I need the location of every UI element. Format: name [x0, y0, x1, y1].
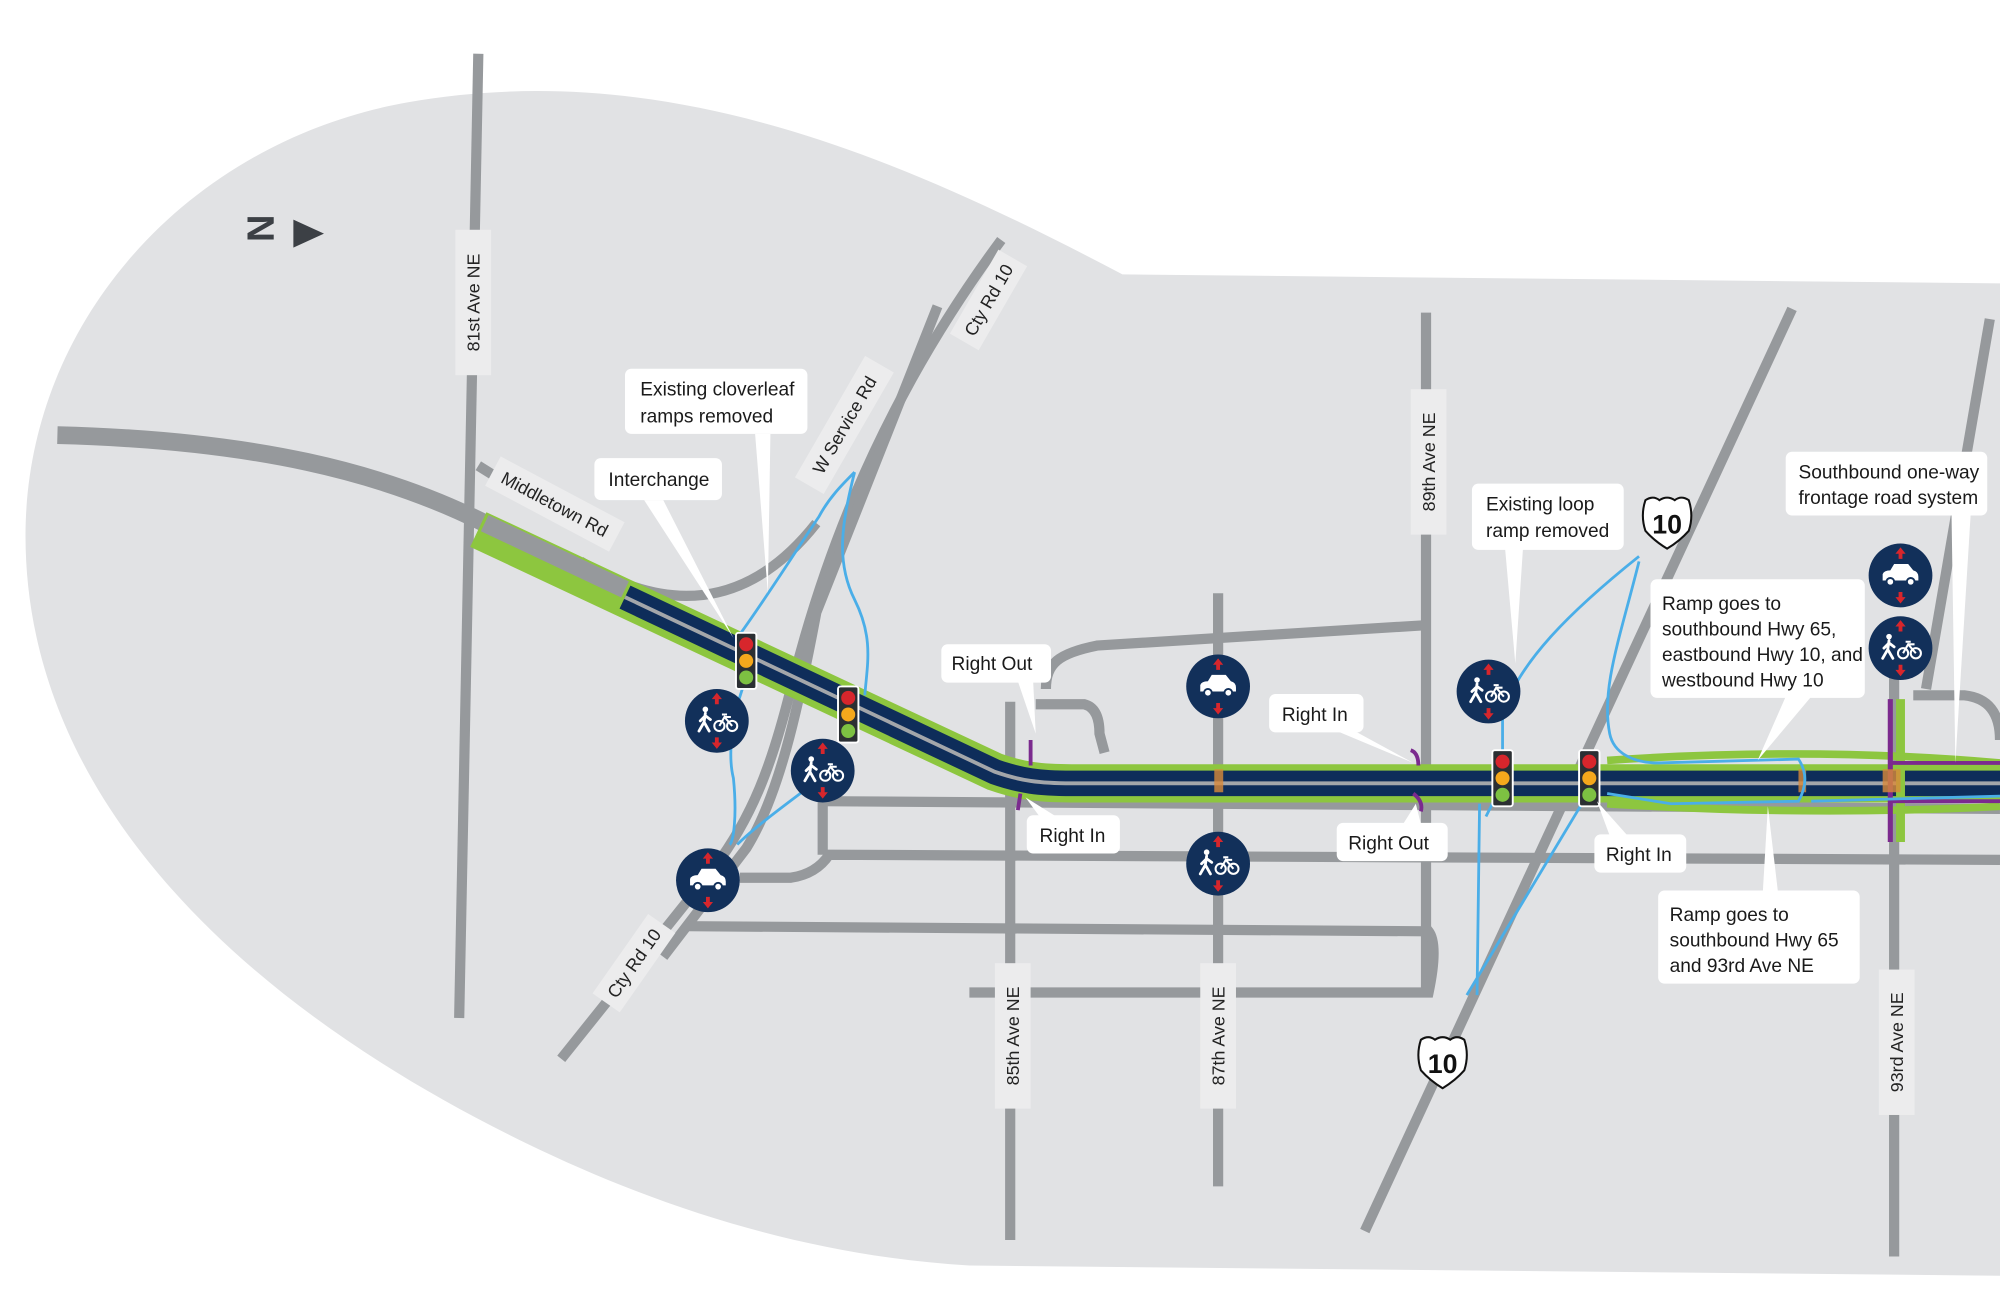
us-highway-10-shield: 10: [1417, 1036, 1468, 1090]
pedestrian-bike-icon: [790, 738, 855, 803]
svg-text:10: 10: [1428, 1049, 1458, 1079]
crossing-marker: [1882, 769, 1901, 793]
callout-ramp-hwy65-hwy10: Ramp goes to southbound Hwy 65, eastboun…: [1650, 579, 1865, 761]
pedestrian-bike-icon: [684, 688, 749, 753]
callout-loop-ramp-removed: Existing loop ramp removed: [1471, 483, 1624, 664]
crossing-marker: [1214, 769, 1224, 793]
road-label-85th-ave: 85th Ave NE: [994, 963, 1031, 1109]
road-label-93rd-ave: 93rd Ave NE: [1878, 969, 1915, 1115]
north-label: N: [238, 214, 281, 242]
callout-right-out-89th: Right Out: [1336, 803, 1448, 862]
road-label-87th-ave: 87th Ave NE: [1200, 963, 1236, 1109]
callout-right-in-85th: Right In: [1025, 797, 1120, 854]
svg-text:eastbound Hwy 10, and: eastbound Hwy 10, and: [1662, 645, 1863, 666]
callout-right-out-85th: Right Out: [941, 644, 1052, 734]
svg-text:Right Out: Right Out: [1348, 834, 1429, 855]
traffic-signal-icon: [1491, 749, 1514, 808]
road-label-81st-ave: 81st Ave NE: [455, 229, 492, 376]
pedestrian-bike-icon: [1868, 616, 1933, 681]
frontage-roads: [1015, 699, 2000, 843]
svg-text:Right Out: Right Out: [952, 654, 1033, 675]
road-label-89th-ave: 89th Ave NE: [1410, 389, 1447, 535]
callout-interchange: Interchange: [594, 458, 734, 638]
study-area: [25, 91, 2000, 1276]
north-arrow-icon: [293, 219, 324, 248]
traffic-signal-icon: [735, 631, 758, 690]
traffic-signal-icon: [1578, 749, 1601, 808]
crossing-marker: [1798, 769, 1807, 793]
svg-text:frontage road system: frontage road system: [1798, 488, 1978, 509]
svg-text:93rd Ave NE: 93rd Ave NE: [1887, 992, 1907, 1092]
car-icon: [676, 848, 740, 913]
svg-text:Right In: Right In: [1282, 705, 1348, 726]
car-icon: [1868, 543, 1933, 608]
svg-text:Southbound one-way: Southbound one-way: [1798, 462, 1979, 483]
freeway-hwy-65: [57, 426, 2000, 815]
svg-text:Interchange: Interchange: [608, 470, 709, 491]
callout-ramp-hwy65-93rd: Ramp goes to southbound Hwy 65 and 93rd …: [1658, 806, 1860, 984]
svg-text:southbound Hwy 65: southbound Hwy 65: [1670, 931, 1839, 952]
svg-text:85th Ave NE: 85th Ave NE: [1003, 986, 1023, 1085]
callout-southbound-frontage: Southbound one-way frontage road system: [1785, 451, 1988, 763]
svg-text:westbound Hwy 10: westbound Hwy 10: [1661, 670, 1824, 691]
svg-text:Right In: Right In: [1606, 845, 1672, 866]
svg-text:and 93rd Ave NE: and 93rd Ave NE: [1670, 956, 1814, 977]
us-highway-10-shield: 10: [1641, 496, 1693, 550]
svg-text:Ramp goes to: Ramp goes to: [1670, 905, 1789, 926]
svg-text:ramps removed: ramps removed: [640, 406, 773, 427]
callout-cloverleaf-removed: Existing cloverleaf ramps removed: [625, 368, 808, 594]
svg-text:Existing loop: Existing loop: [1486, 494, 1594, 515]
svg-text:Ramp goes to: Ramp goes to: [1662, 594, 1781, 615]
svg-text:Existing cloverleaf: Existing cloverleaf: [640, 380, 795, 401]
svg-text:89th Ave NE: 89th Ave NE: [1419, 412, 1439, 511]
svg-text:ramp removed: ramp removed: [1486, 521, 1609, 542]
pedestrian-bike-icon: [1456, 659, 1521, 724]
pedestrian-bike-icon: [1186, 831, 1250, 896]
svg-text:87th Ave NE: 87th Ave NE: [1208, 986, 1228, 1085]
north-arrow: N: [238, 214, 324, 248]
svg-text:southbound Hwy 65,: southbound Hwy 65,: [1662, 619, 1836, 640]
car-icon: [1186, 654, 1250, 719]
svg-text:10: 10: [1652, 509, 1682, 539]
svg-text:Right In: Right In: [1040, 826, 1106, 847]
svg-text:81st Ave NE: 81st Ave NE: [464, 253, 484, 351]
traffic-signal-icon: [837, 685, 860, 744]
callout-right-in-hwy10: Right In: [1594, 801, 1687, 873]
